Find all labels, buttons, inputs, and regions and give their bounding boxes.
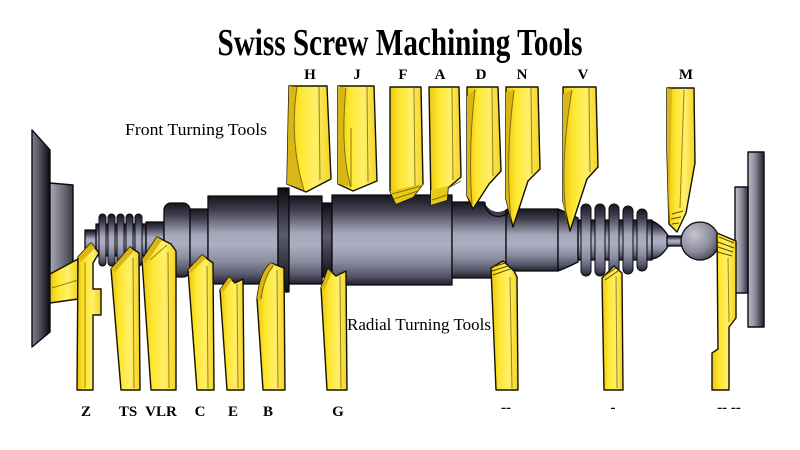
tool-TS: [110, 246, 141, 391]
headstock-plates: [31, 129, 74, 348]
tool-unlabeled-3: [711, 232, 737, 391]
tailstock-outer-plate: [747, 151, 765, 328]
tool-M: [666, 87, 696, 233]
shaft-body-2: [288, 195, 323, 285]
radial-tools-section-label: Radial Turning Tools: [347, 315, 491, 334]
tool-B: [256, 262, 286, 391]
front-tools: [286, 85, 696, 233]
tailstock-inner-plate: [734, 186, 749, 294]
shaft-groove: [321, 202, 333, 278]
radial-tool-label-g: G: [332, 404, 344, 420]
tool-Z: [49, 242, 102, 391]
tool-unlabeled-1: [490, 260, 519, 391]
front-tool-label-m: M: [679, 67, 693, 83]
front-tool-label-h: H: [304, 67, 316, 83]
shaft-ball-end: [680, 221, 720, 261]
tool-VLR: [141, 236, 177, 391]
radial-tool-label-z: Z: [81, 404, 91, 420]
radial-tool-label-dash-3: -- --: [717, 400, 741, 416]
front-tool-label-v: V: [578, 67, 589, 83]
tool-D: [466, 86, 502, 210]
headstock-outer-plate: [31, 129, 51, 348]
tool-G: [320, 268, 348, 391]
workpiece-shaft: [84, 184, 720, 293]
tool-E: [219, 276, 245, 391]
tool-A: [428, 86, 462, 206]
radial-tool-label-dash-1: --: [501, 400, 511, 416]
tool-V: [562, 86, 599, 232]
front-tool-label-f: F: [398, 67, 407, 83]
shaft-notch-cut: [484, 184, 512, 212]
radial-tool-label-b: B: [263, 404, 273, 420]
radial-tool-label-vlr: VLR: [145, 404, 177, 420]
radial-tools: [49, 232, 737, 391]
radial-tool-label-e: E: [228, 404, 238, 420]
diagram-text: Swiss Screw Machining Tools Front Turnin…: [81, 22, 741, 420]
front-tool-label-d: D: [476, 67, 487, 83]
front-tools-section-label: Front Turning Tools: [125, 120, 267, 139]
radial-tool-label-dash-2: -: [611, 400, 616, 416]
front-tool-label-j: J: [353, 67, 361, 83]
shaft-body-3: [331, 194, 453, 286]
tool-F: [389, 86, 424, 205]
shaft-thread-right: [577, 203, 653, 277]
radial-tool-label-c: C: [195, 404, 206, 420]
shaft-thread-left: [95, 213, 147, 267]
tool-J: [337, 85, 378, 192]
radial-tool-label-ts: TS: [119, 404, 137, 420]
front-tool-label-n: N: [517, 67, 528, 83]
tool-C: [187, 254, 215, 391]
front-tool-label-a: A: [435, 67, 446, 83]
tool-N: [505, 86, 541, 228]
tool-H: [286, 85, 332, 193]
tailstock-plates: [734, 151, 765, 328]
tool-unlabeled-2: [601, 265, 624, 391]
page-title: Swiss Screw Machining Tools: [218, 22, 583, 64]
